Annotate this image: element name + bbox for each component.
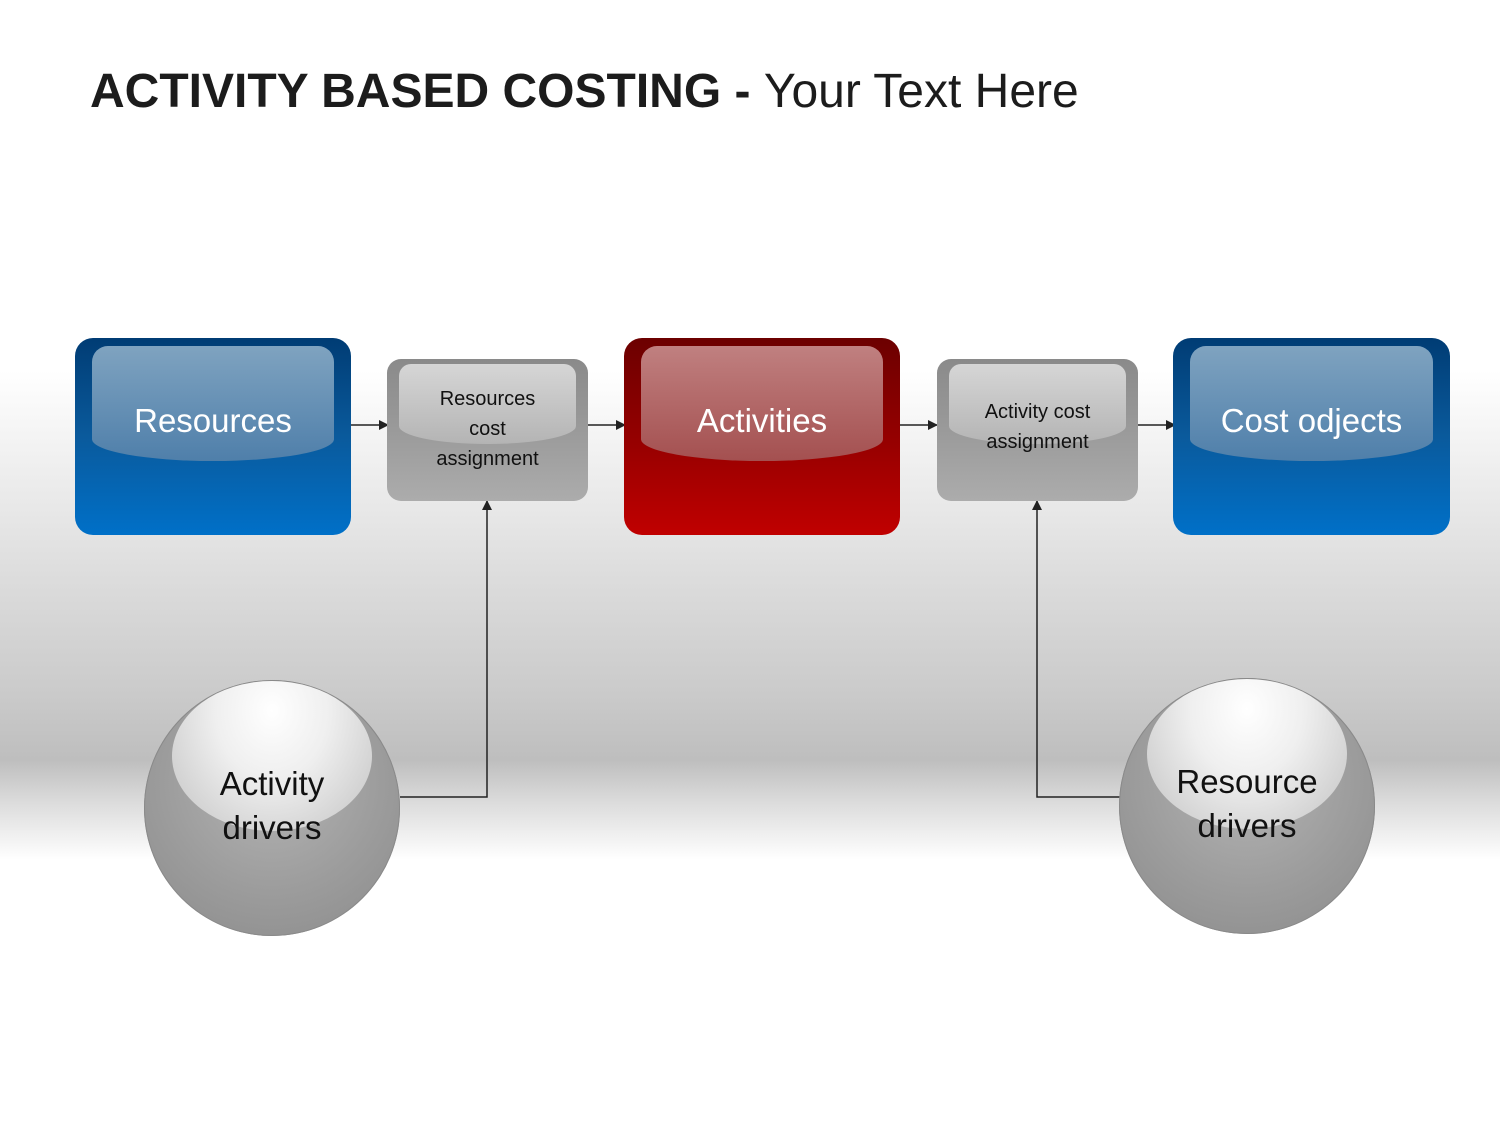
resources-cost-assignment-gloss <box>399 364 576 444</box>
activity-cost-assignment-label: Activity cost assignment <box>937 397 1138 457</box>
page-title: ACTIVITY BASED COSTING - Your Text Here <box>90 62 1079 122</box>
resources-cost-assignment-label: Resources cost assignment <box>387 384 588 474</box>
resource-drivers-circle: Resource drivers <box>1119 678 1375 934</box>
activities-gloss <box>640 346 884 461</box>
activity-drivers-line-2: drivers <box>222 809 322 846</box>
activity-drivers-line-1: Activity <box>219 765 325 802</box>
arrow-resource-drivers-to-aca <box>1032 500 1125 798</box>
activity-drivers-gloss <box>172 681 372 831</box>
activities-box: Activities <box>624 338 900 535</box>
activity-drivers-circle: Activity drivers <box>144 680 400 936</box>
resources-gloss <box>91 346 335 461</box>
resource-drivers-line-2: drivers <box>1197 807 1297 844</box>
resource-drivers-gloss <box>1147 679 1347 829</box>
title-light: Your Text Here <box>763 65 1079 118</box>
activity-cost-assignment-box: Activity cost assignment <box>937 359 1138 501</box>
aca-line-2: assignment <box>986 431 1089 453</box>
cost-objects-box: Cost odjects <box>1173 338 1450 535</box>
resources-label: Resources <box>134 402 292 439</box>
rca-line-1: Resources <box>439 388 536 410</box>
resources-box: Resources <box>75 338 351 535</box>
resources-cost-assignment-box: Resources cost assignment <box>387 359 588 501</box>
resource-drivers-label: Resource drivers <box>1119 760 1375 848</box>
cost-objects-gloss <box>1189 346 1434 461</box>
activities-label: Activities <box>696 402 828 439</box>
activity-drivers-label: Activity drivers <box>144 762 400 850</box>
rca-line-2: cost <box>469 418 506 440</box>
activity-cost-assignment-gloss <box>949 364 1126 444</box>
aca-line-1: Activity cost <box>984 401 1091 423</box>
arrow-activity-drivers-to-rca <box>400 500 492 798</box>
resource-drivers-line-1: Resource <box>1176 763 1318 800</box>
cost-objects-label: Cost odjects <box>1220 402 1403 439</box>
title-bold: ACTIVITY BASED COSTING - <box>90 65 751 118</box>
rca-line-3: assignment <box>436 448 539 470</box>
